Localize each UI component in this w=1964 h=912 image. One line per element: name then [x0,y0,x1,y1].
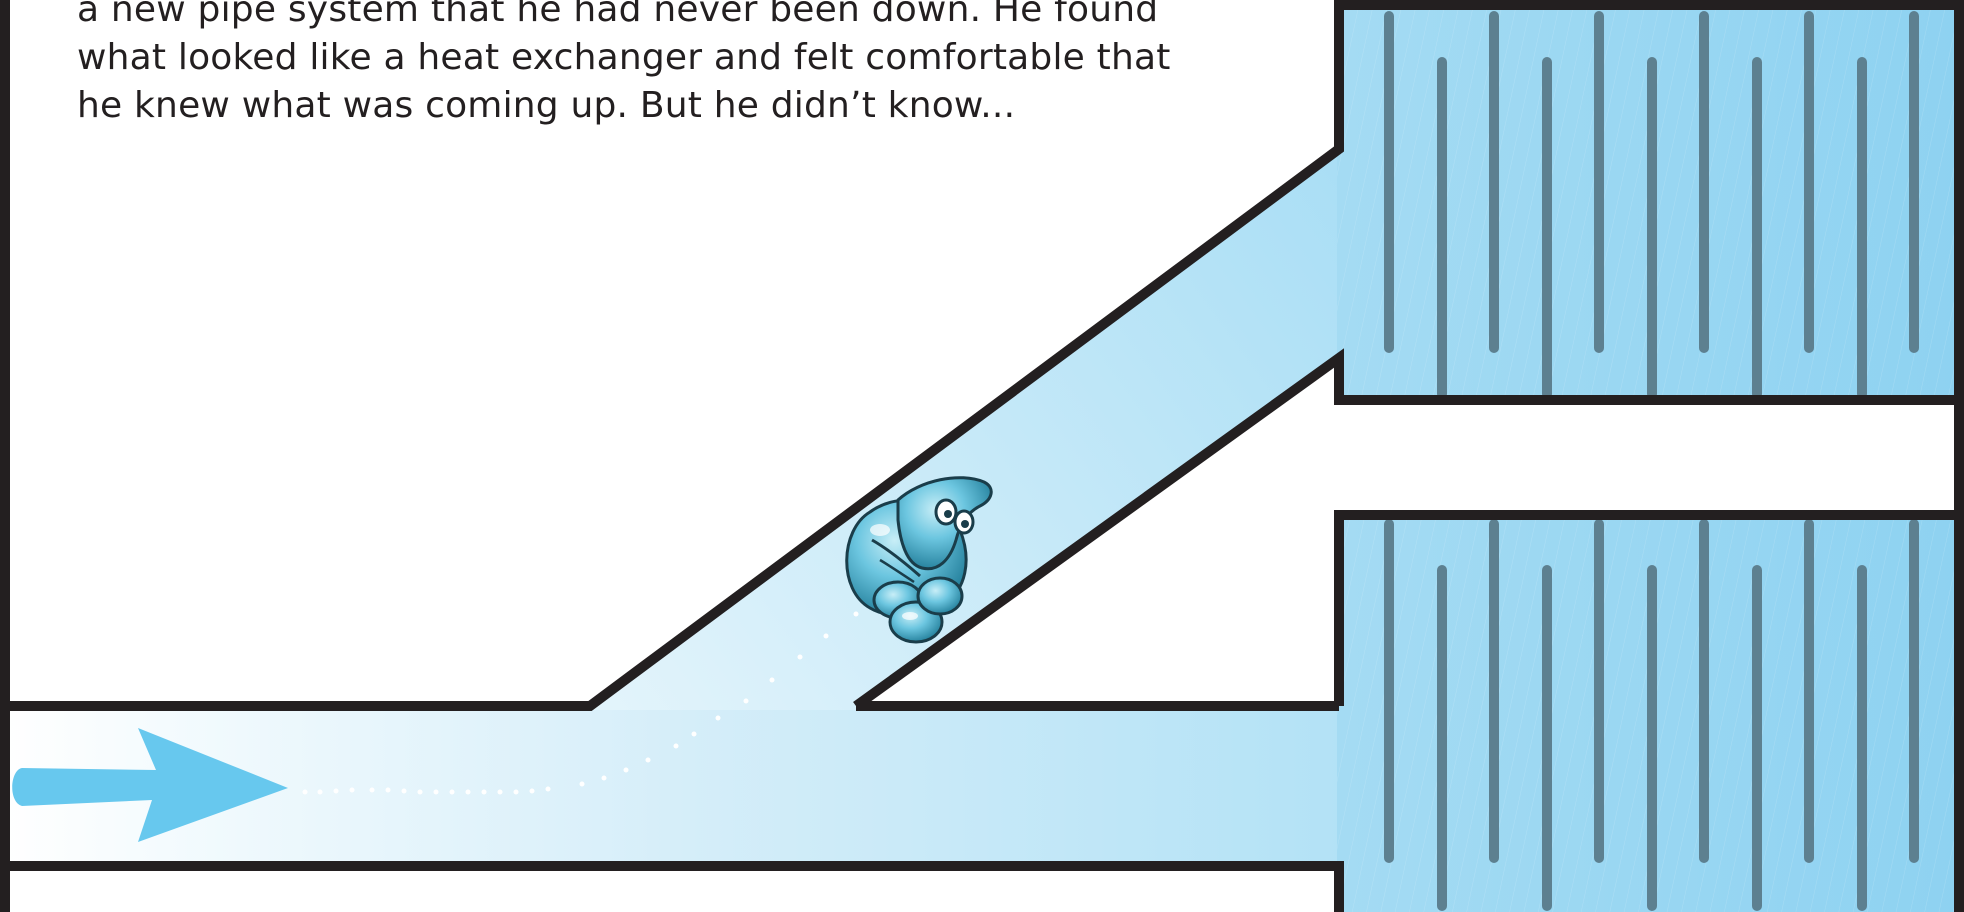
dotted-trail [302,611,859,795]
caption-line-2: what looked like a heat exchanger and fe… [77,37,1171,78]
story-caption: a new pipe system that he had never been… [77,0,1227,130]
right-arrow-icon [12,728,288,842]
heat-exchanger-fins-bottom [1384,519,1919,911]
caption-line-1: a new pipe system that he had never been… [77,0,1159,30]
heat-exchanger-fins-top [1384,11,1919,399]
water-droplet-character [845,476,993,644]
caption-line-3: he knew what was coming up. But he didn’… [77,85,1016,126]
